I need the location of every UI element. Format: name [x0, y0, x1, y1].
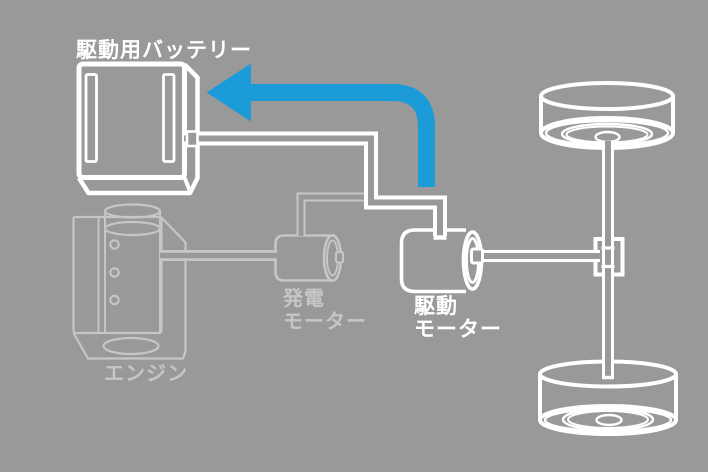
- drive-motor-label-line2: モーター: [414, 318, 502, 341]
- drive-motor-label-line1: 駆動: [414, 295, 458, 318]
- generator-motor-label-line1: 発電: [282, 286, 325, 310]
- generator-motor-label-line2: モーター: [283, 310, 367, 333]
- power-cable: [184, 131, 447, 240]
- bottom-wheel-icon: [538, 359, 678, 436]
- drive-battery-icon: [76, 61, 200, 196]
- arrowhead: [206, 63, 251, 122]
- axle-shaft: [602, 141, 614, 380]
- energy-flow-arrow: [206, 63, 435, 187]
- differential-inner: [601, 246, 615, 269]
- engine-label: エンジン: [104, 363, 188, 385]
- engine-icon: [72, 203, 187, 360]
- battery-cable-connector: [185, 130, 199, 148]
- generator-shaft-nub: [334, 250, 345, 264]
- generator-wire: [296, 192, 367, 236]
- drive-motor-hub: [470, 247, 484, 265]
- drive-battery-label: 駆動用バッテリー: [76, 39, 252, 62]
